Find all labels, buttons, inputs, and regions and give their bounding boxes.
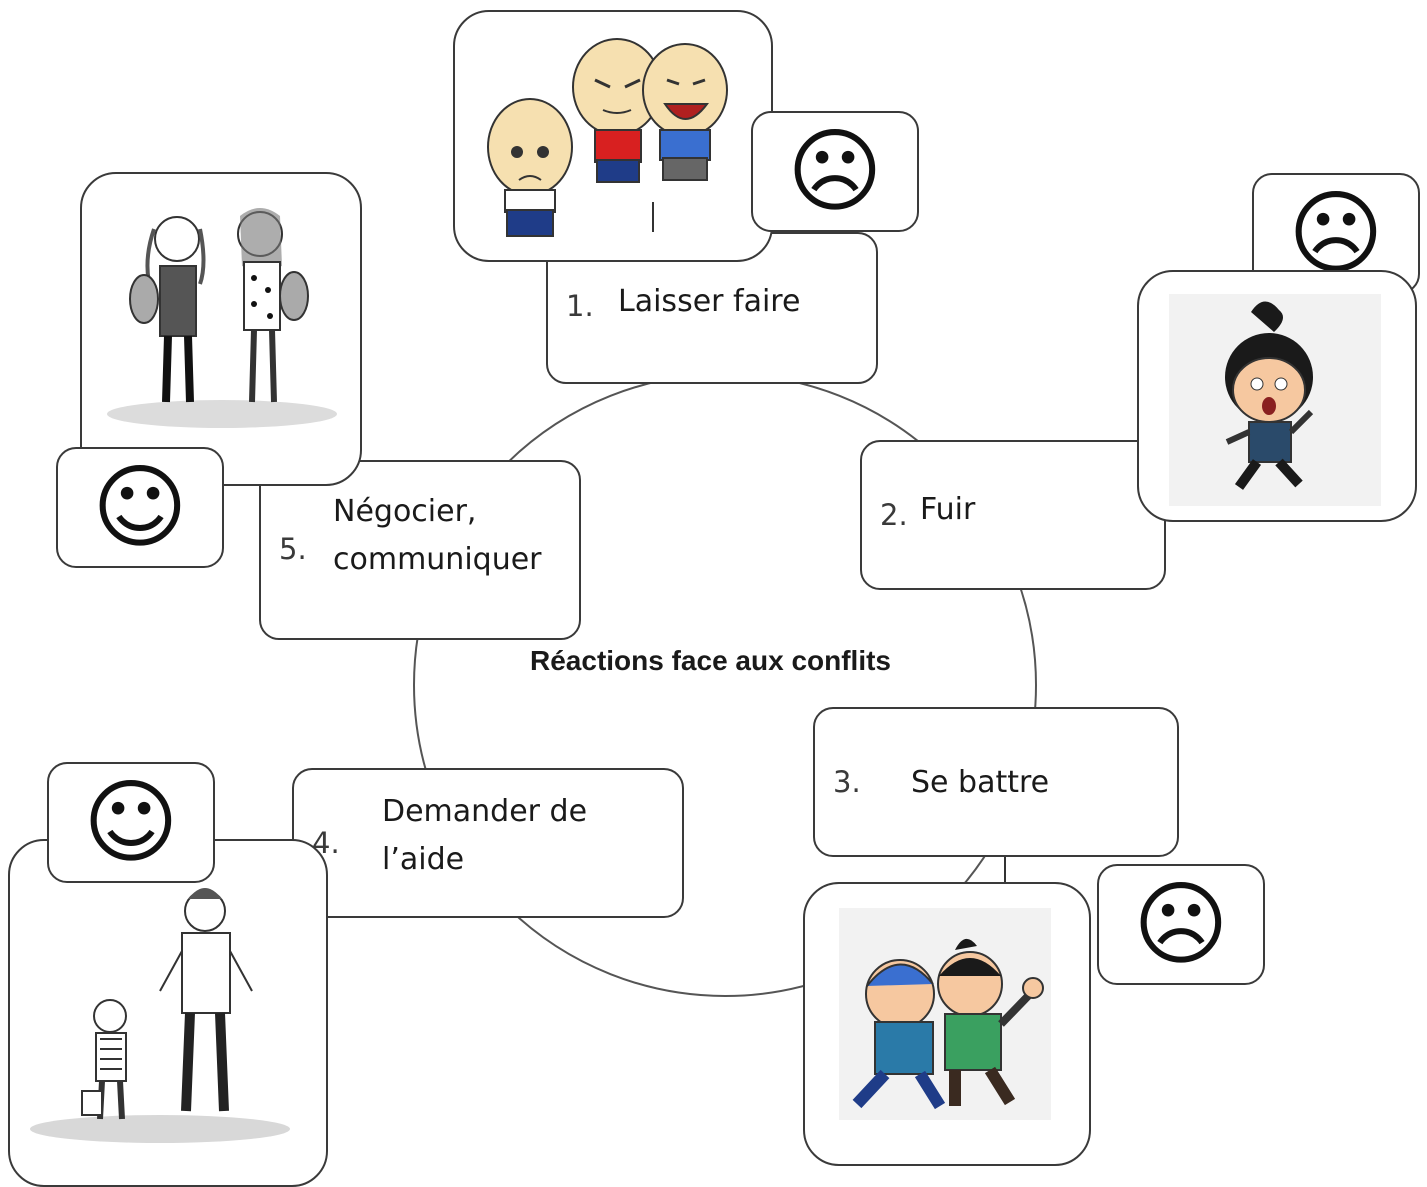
diagram-title: Réactions face aux conflits (530, 645, 892, 676)
illustration-negotiating (80, 172, 362, 486)
fleeing-drawing (1169, 294, 1381, 506)
face-box-3: ☹ (1097, 864, 1265, 985)
step-2-box: 2. Fuir (860, 440, 1166, 590)
asking-help-drawing (30, 888, 290, 1143)
step-4-label-line2: l’aide (382, 842, 465, 877)
face-box-4: ☺ (47, 762, 215, 883)
illustration-fleeing (1137, 270, 1417, 522)
sad-face-icon: ☹ (787, 117, 883, 225)
sad-face-icon: ☹ (1133, 870, 1229, 978)
step-3-number: 3. (833, 765, 861, 799)
step-5-number: 5. (279, 532, 307, 566)
fighting-drawing (839, 908, 1051, 1120)
illustration-bullying (453, 10, 773, 262)
step-5-box: 5. Négocier, communiquer (259, 460, 581, 640)
step-4-box: 4. Demander de l’aide (292, 768, 684, 918)
illustration-fighting (803, 882, 1091, 1166)
negotiating-drawing (107, 208, 337, 428)
step-2-number: 2. (880, 498, 908, 532)
smiley-face-icon: ☺ (92, 453, 188, 561)
step-3-box: 3. Se battre (813, 707, 1179, 857)
step-1-label: Laisser faire (618, 284, 801, 319)
step-2-label: Fuir (920, 492, 976, 527)
bullying-drawing (487, 38, 728, 237)
face-box-5: ☺ (56, 447, 224, 568)
step-4-label-line1: Demander de (382, 794, 588, 829)
smiley-face-icon: ☺ (83, 768, 179, 876)
sad-face-icon: ☹ (1288, 179, 1384, 287)
step-5-label-line1: Négocier, (333, 494, 477, 529)
illustration-asking-help (8, 839, 328, 1187)
step-3-label: Se battre (911, 765, 1050, 800)
step-5-label-line2: communiquer (333, 542, 542, 577)
face-box-1: ☹ (751, 111, 919, 232)
step-1-number: 1. (566, 289, 594, 323)
